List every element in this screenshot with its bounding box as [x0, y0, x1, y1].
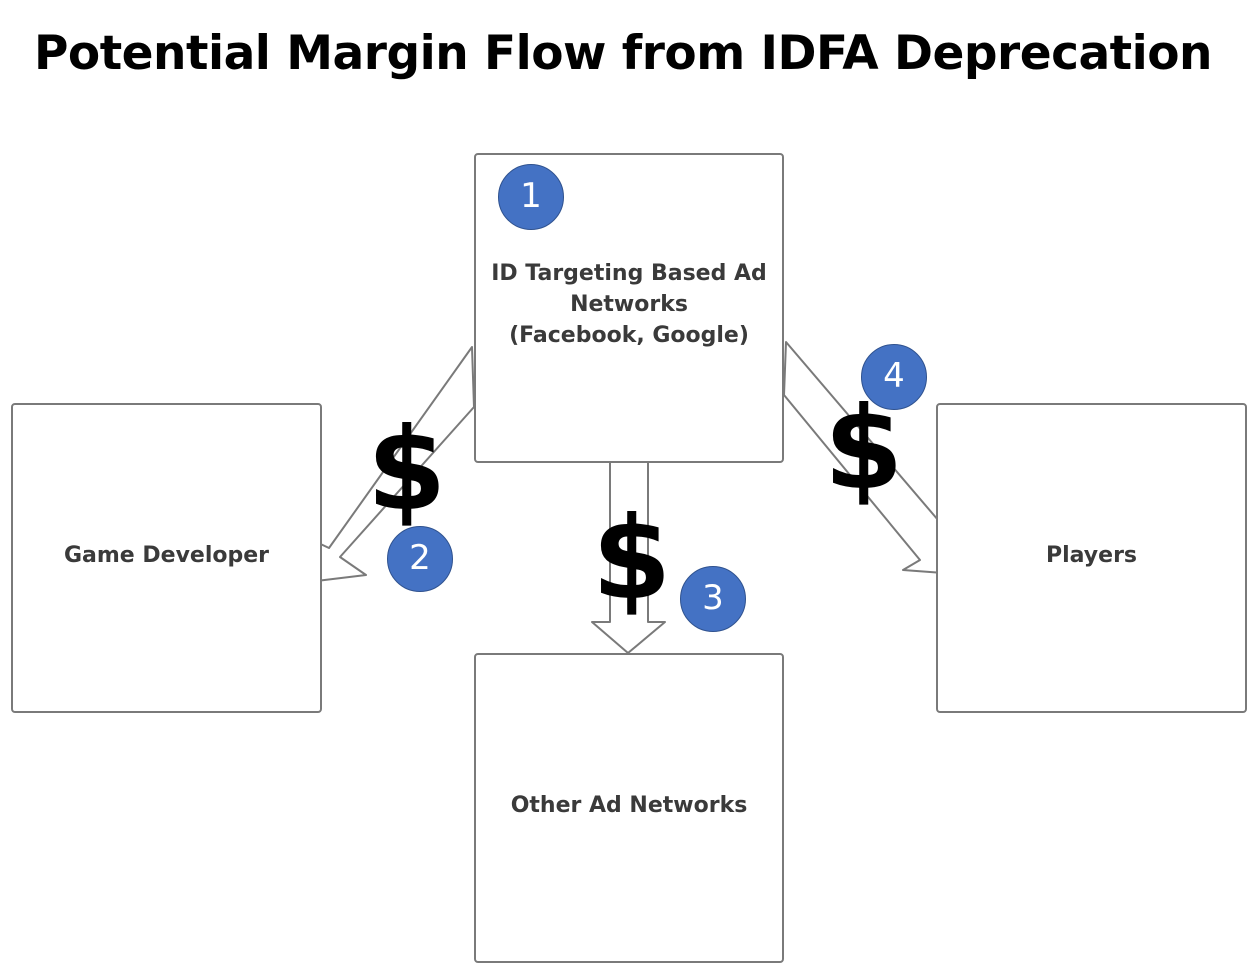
node-game-developer: Game Developer	[11, 403, 322, 713]
node-label: ID Targeting Based Ad Networks (Facebook…	[476, 258, 782, 351]
step-badge-4: 4	[861, 344, 927, 410]
node-players: Players	[936, 403, 1247, 713]
node-other-ad-networks: Other Ad Networks	[474, 653, 784, 963]
dollar-sign-game-developer: $	[367, 403, 447, 536]
node-label: Other Ad Networks	[510, 793, 748, 818]
node-label-line: (Facebook, Google)	[509, 323, 749, 348]
dollar-sign-players: $	[824, 382, 904, 515]
step-badge-2: 2	[387, 526, 453, 592]
dollar-sign-other-ad-networks: $	[592, 492, 672, 625]
node-label-line: ID Targeting Based Ad	[491, 261, 767, 286]
step-badge-3: 3	[680, 566, 746, 632]
node-label: Game Developer	[63, 543, 270, 568]
node-label: Players	[1045, 543, 1138, 568]
diagram-title: Potential Margin Flow from IDFA Deprecat…	[33, 26, 1213, 81]
step-badge-1: 1	[498, 164, 564, 230]
arrow-to-game-developer	[307, 346, 475, 583]
node-label-line: Networks	[570, 292, 688, 317]
arrow-to-other-ad-networks	[591, 461, 666, 654]
